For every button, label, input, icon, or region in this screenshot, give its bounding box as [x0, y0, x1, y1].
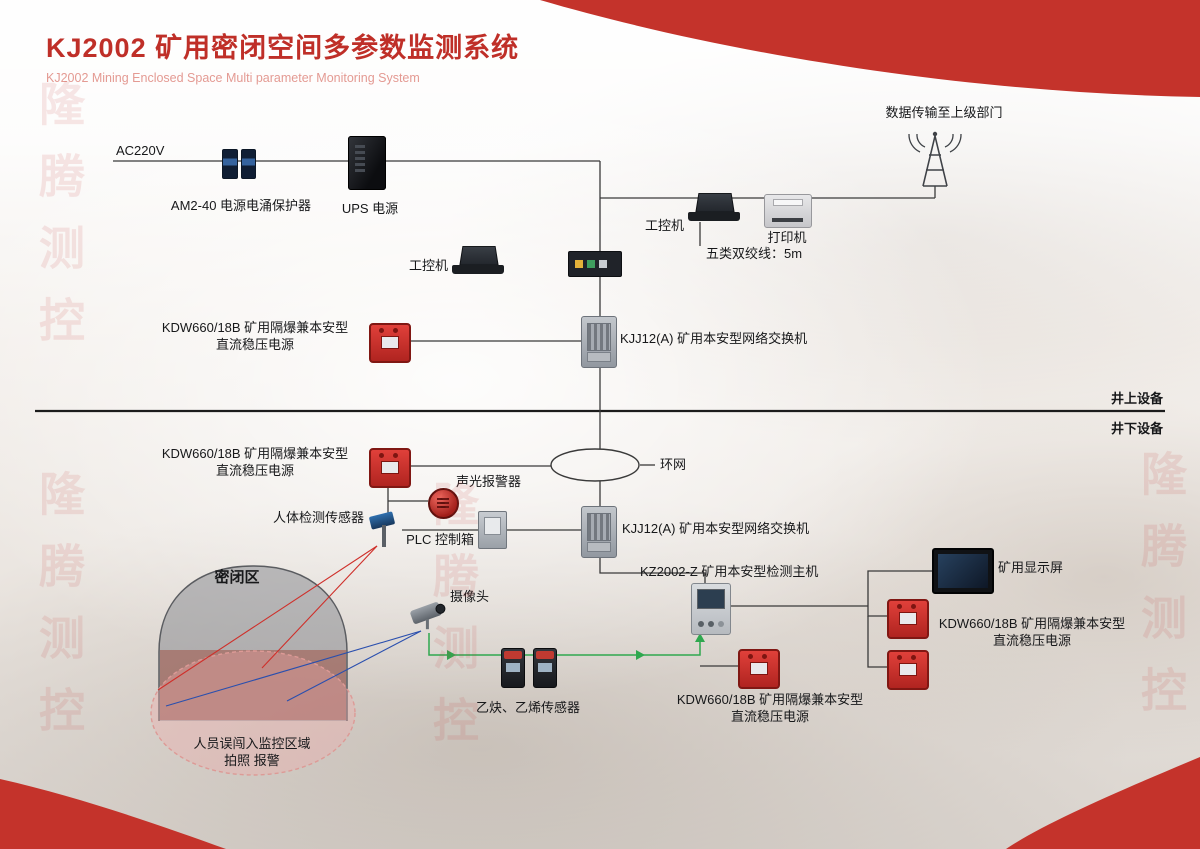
network-switch-bottom [581, 506, 617, 558]
kdw-power-bottom [738, 649, 780, 689]
kdw-power-right-1 [887, 599, 929, 639]
label-kdw-right: KDW660/18B 矿用隔爆兼本安型 直流稳压电源 [938, 616, 1126, 648]
mine-display-device [932, 548, 994, 594]
surge-module [240, 149, 256, 179]
label-surface-zone: 井上设备 [1110, 391, 1163, 406]
label-kdw-top: KDW660/18B 矿用隔爆兼本安型 直流稳压电源 [161, 320, 349, 352]
label-camera: 摄像头 [450, 589, 490, 604]
bottom-right-red-swoosh [1006, 757, 1200, 849]
surge-module [222, 149, 238, 179]
label-switch-bottom: KJJ12(A) 矿用本安型网络交换机 [622, 521, 810, 536]
label-gas-sensors: 乙炔、乙烯传感器 [475, 700, 581, 715]
kdw-power-mid [369, 448, 411, 488]
label-plc: PLC 控制箱 [406, 532, 474, 547]
arrow-right-icon [636, 650, 645, 660]
industrial-pc-top [688, 191, 740, 221]
label-ipc-top: 工控机 [644, 218, 684, 233]
human-detect-sensor-device [366, 512, 402, 548]
top-right-red-swoosh [540, 0, 1200, 97]
camera-beam-lines [165, 630, 422, 707]
label-enclosed-zone: 密闭区 [214, 569, 260, 586]
label-detection-host: KZ2002-Z 矿用本安型检测主机 [640, 564, 819, 579]
label-display: 矿用显示屏 [998, 560, 1064, 575]
intrusion-monitor-ellipse [150, 650, 356, 776]
gas-sensor-2 [533, 648, 557, 688]
network-switch-top [581, 316, 617, 368]
arrow-right-icon [447, 650, 456, 660]
label-ac220v: AC220V [116, 143, 165, 158]
infrared-beam-lines [157, 545, 378, 691]
label-switch-top: KJJ12(A) 矿用本安型网络交换机 [620, 331, 808, 346]
plc-control-box-device [478, 511, 507, 549]
page-subtitle: KJ2002 Mining Enclosed Space Multi param… [46, 71, 420, 85]
label-uplink: 数据传输至上级部门 [885, 105, 1003, 120]
page-title: KJ2002 矿用密闭空间多参数监测系统 [46, 33, 520, 63]
header: KJ2002 矿用密闭空间多参数监测系统 KJ2002 Mining Enclo… [46, 26, 519, 85]
printer-device [764, 194, 812, 228]
label-ipc-left: 工控机 [408, 258, 448, 273]
bottom-left-red-swoosh [0, 779, 226, 849]
label-ups: UPS 电源 [341, 201, 399, 216]
industrial-pc-left [452, 244, 504, 274]
label-alarm: 声光报警器 [456, 474, 522, 489]
surge-protector-device [222, 149, 256, 179]
label-kdw-bottom: KDW660/18B 矿用隔爆兼本安型 直流稳压电源 [676, 692, 864, 724]
gas-sensor-1 [501, 648, 525, 688]
label-ring-network: 环网 [660, 457, 687, 472]
connection-lines [113, 160, 936, 668]
arrow-up-icon [695, 633, 705, 642]
sound-light-alarm-device [428, 488, 459, 519]
label-human-sensor: 人体检测传感器 [272, 510, 364, 525]
kdw-power-top [369, 323, 411, 363]
signal-flow-green [428, 633, 705, 660]
ring-network-ellipse [550, 448, 640, 482]
media-converter-device [568, 251, 622, 277]
detection-host-device [691, 583, 731, 635]
label-surge-protector: AM2-40 电源电涌保护器 [170, 198, 312, 213]
ups-device [348, 136, 386, 190]
label-kdw-mid: KDW660/18B 矿用隔爆兼本安型 直流稳压电源 [161, 446, 349, 478]
kdw-power-right-2 [887, 650, 929, 690]
label-underground-zone: 井下设备 [1110, 421, 1163, 436]
label-intrusion-zone: 人员误闯入监控区域 拍照 报警 [193, 736, 311, 768]
label-cat5: 五类双绞线：5m [706, 246, 803, 261]
label-printer: 打印机 [767, 230, 807, 245]
antenna-icon [908, 131, 962, 187]
